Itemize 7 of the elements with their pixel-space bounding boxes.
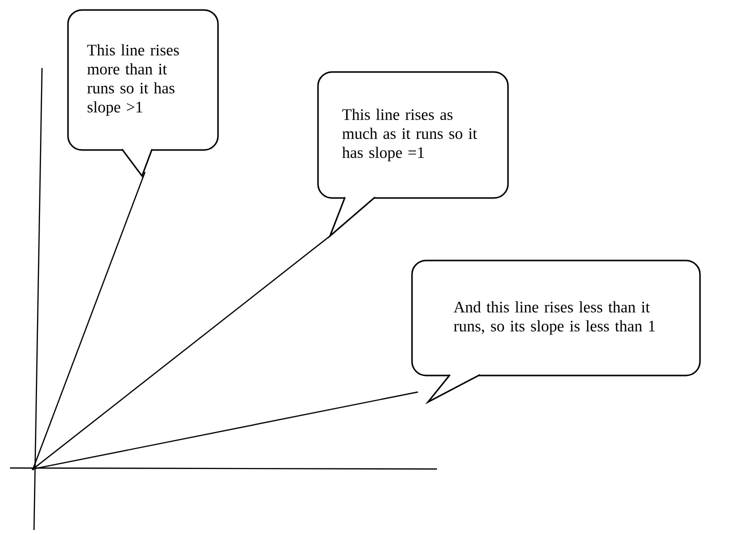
speech-bubble: This line rises as much as it runs so it has slope =1 (317, 71, 509, 238)
sloped-line (32, 172, 146, 468)
speech-bubble: This line rises more than it runs so it has slope >1 (67, 9, 219, 178)
sloped-line (34, 236, 330, 469)
sloped-line (34, 391, 418, 470)
speech-bubble: And this line rises less than it runs, so its slope is less than 1 (411, 260, 701, 404)
origin-point (32, 468, 34, 470)
